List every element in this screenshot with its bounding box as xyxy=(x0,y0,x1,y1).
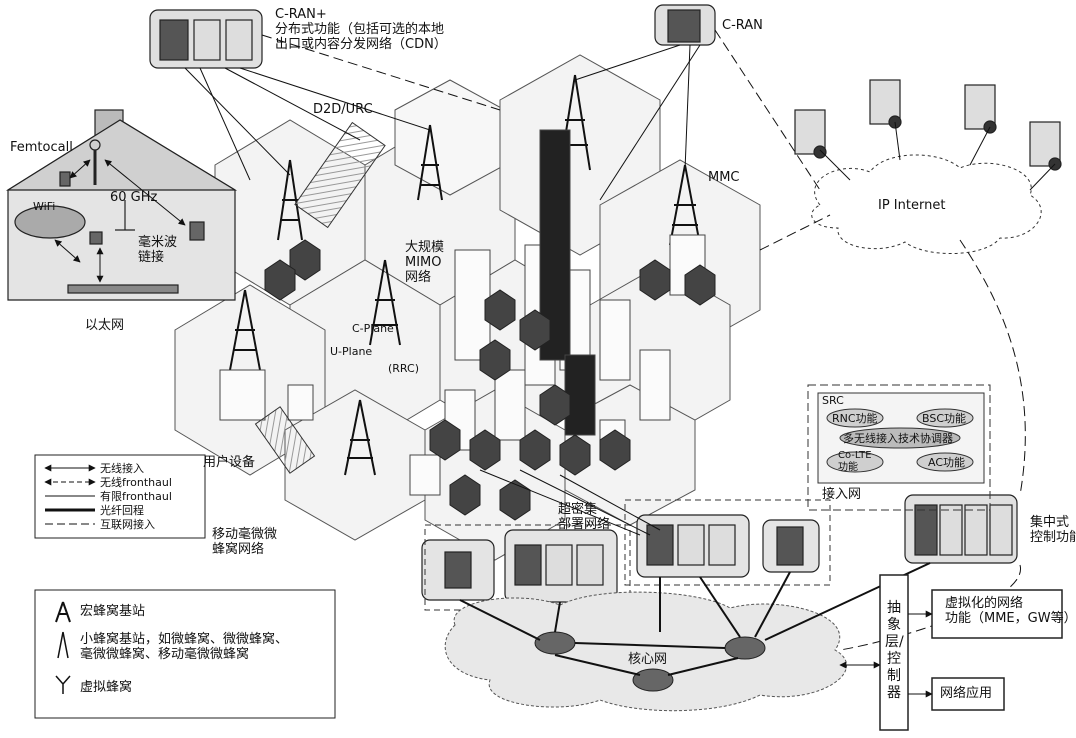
src-title: SRC xyxy=(822,394,844,407)
mm-micro-panel xyxy=(254,406,316,474)
central-control-label: 集中式 控制功能 xyxy=(1030,515,1076,545)
network-apps-label: 网络应用 xyxy=(940,686,993,701)
access-network-border xyxy=(807,384,991,511)
ethernet-label: 以太网 xyxy=(85,318,125,333)
mm-micro-cell-label: 移动毫微微 蜂窝网络 xyxy=(212,527,278,557)
virtualized-functions-label: 虚拟化的网络 功能（MME，GW等） xyxy=(945,596,1076,626)
legend-small-cell: 小蜂窝基站，如微蜂窝、微微蜂窝、 毫微微蜂窝、移动毫微微蜂窝 xyxy=(80,632,289,662)
edge-servers xyxy=(421,514,820,603)
macro-towers xyxy=(229,74,701,476)
massive-mimo-label: 大规模 MIMO 网络 xyxy=(405,240,445,285)
src-rnc: RNC功能 xyxy=(832,412,878,425)
ip-internet-label: IP Internet xyxy=(878,198,946,213)
virtualized-functions-box xyxy=(931,589,1063,639)
legend-macro-cell: 宏蜂窝基站 xyxy=(80,604,146,619)
mmc-label: MMC xyxy=(708,170,740,185)
ghz-label: 60 GHz xyxy=(110,190,158,205)
servers xyxy=(149,4,1018,564)
cran-plus-desc-label: 分布式功能（包括可选的本地 出口或内容分发网络（CDN） xyxy=(275,22,447,52)
mmwave-link-label: 毫米波 链接 xyxy=(138,235,178,265)
rrc-label: (RRC) xyxy=(388,362,420,375)
c-plane-label: C-Plane xyxy=(352,322,394,335)
src-bsc: BSC功能 xyxy=(922,412,967,425)
cran-plus-label: C-RAN+ xyxy=(275,7,327,22)
src-coordinator: 多无线接入技术协调器 xyxy=(843,432,953,445)
core-network-label: 核心网 xyxy=(628,652,668,667)
legend-icons-box xyxy=(34,589,336,719)
wifi-label: WiFi xyxy=(33,200,56,213)
legend-wireless-access: 无线接入 xyxy=(100,462,144,475)
abstraction-layer-box xyxy=(879,574,909,731)
user-equipment-label: 用户设备 xyxy=(203,455,256,470)
internet-servers xyxy=(794,79,1062,171)
legend-fiber-backhaul: 光纤回程 xyxy=(100,504,144,517)
cran-label: C-RAN xyxy=(722,18,763,33)
abstraction-layer-label: 抽象层/控制器 xyxy=(885,600,904,701)
legend-virtual-cell: 虚拟蜂窝 xyxy=(80,680,133,695)
legend-wireless-fronthaul: 无线fronthaul xyxy=(100,476,172,489)
small-cells xyxy=(264,239,716,521)
ip-internet-cloud xyxy=(811,154,1042,255)
d2d-urc-label: D2D/URC xyxy=(313,102,373,117)
legend-internet-access: 互联网接入 xyxy=(100,518,155,531)
src-ac: AC功能 xyxy=(928,456,966,469)
legend-wired-fronthaul: 有限fronthaul xyxy=(100,490,172,503)
src-co-lte: Co-LTE 功能 xyxy=(838,450,872,473)
femtocell-label: Femtocall xyxy=(10,140,73,155)
ultra-dense-label: 超密集 部署网络 xyxy=(558,502,611,532)
core-network-cloud xyxy=(444,591,848,712)
access-network-label: 接入网 xyxy=(822,487,862,502)
d2d-panel xyxy=(294,121,386,229)
u-plane-label: U-Plane xyxy=(330,345,373,358)
